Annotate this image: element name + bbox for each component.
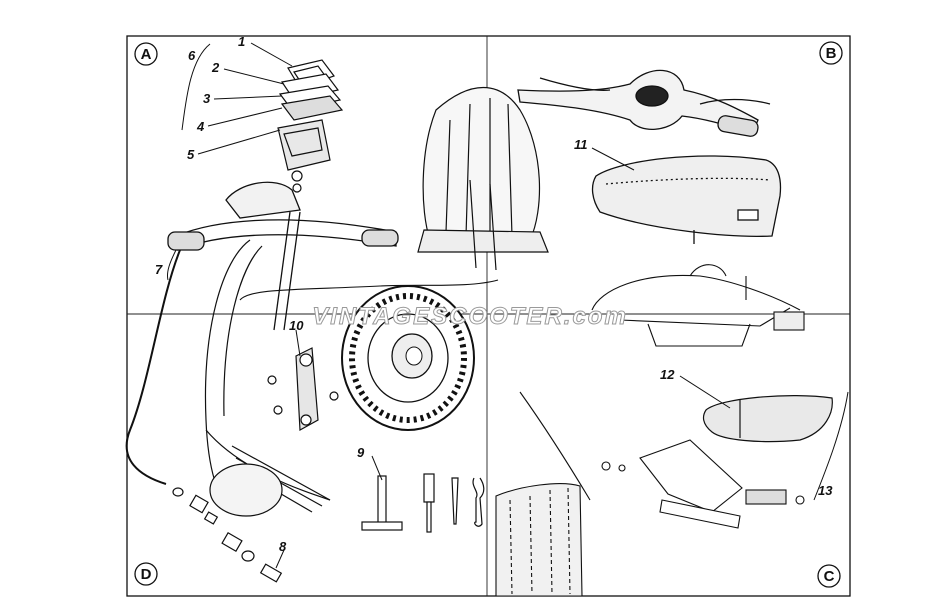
callout-12: 12: [660, 367, 675, 382]
callout-9: 9: [357, 445, 365, 460]
handlebar-assembly-left: [167, 181, 399, 331]
rear-light: [702, 395, 833, 443]
callout-bracket-7: [167, 249, 177, 281]
svg-text:B: B: [826, 45, 837, 62]
callout-10: 10: [289, 318, 304, 333]
callout-4: 4: [196, 119, 205, 134]
corner-marker-d: D: [134, 562, 158, 586]
watermark: VINTAGESCOOTER.com: [312, 303, 628, 330]
callout-leaders: [181, 42, 849, 569]
callout-8: 8: [279, 539, 287, 554]
callout-13: 13: [818, 483, 833, 498]
callout-5: 5: [187, 147, 195, 162]
svg-text:A: A: [141, 46, 152, 63]
speedometer-assembly: [277, 59, 344, 193]
rear-bracket-assembly: [601, 439, 805, 529]
tool-kit: [361, 473, 485, 533]
seat-support-frame: [591, 264, 805, 347]
floorboard-runners: [209, 445, 331, 517]
handlebar-headset-right: [517, 69, 771, 137]
callout-bracket-spare-wheel: [239, 279, 499, 301]
footboard-mat: [495, 391, 591, 597]
svg-text:C: C: [824, 568, 835, 585]
callout-2: 2: [211, 60, 220, 75]
cable-fittings: [172, 487, 283, 583]
corner-marker-b: B: [819, 41, 843, 65]
callout-6: 6: [188, 48, 196, 63]
spare-wheel: [341, 285, 475, 431]
callout-1: 1: [238, 34, 245, 49]
corner-marker-a: A: [134, 42, 158, 66]
windscreen: [417, 87, 549, 271]
callout-7: 7: [155, 262, 163, 277]
callout-11: 11: [574, 137, 588, 152]
svg-text:D: D: [141, 566, 152, 583]
speedometer-cable: [125, 249, 181, 485]
saddle: [591, 155, 782, 244]
callout-3: 3: [203, 91, 211, 106]
corner-marker-c: C: [817, 564, 841, 588]
spare-wheel-bracket: [267, 347, 339, 431]
diagram-frame: [126, 35, 851, 597]
